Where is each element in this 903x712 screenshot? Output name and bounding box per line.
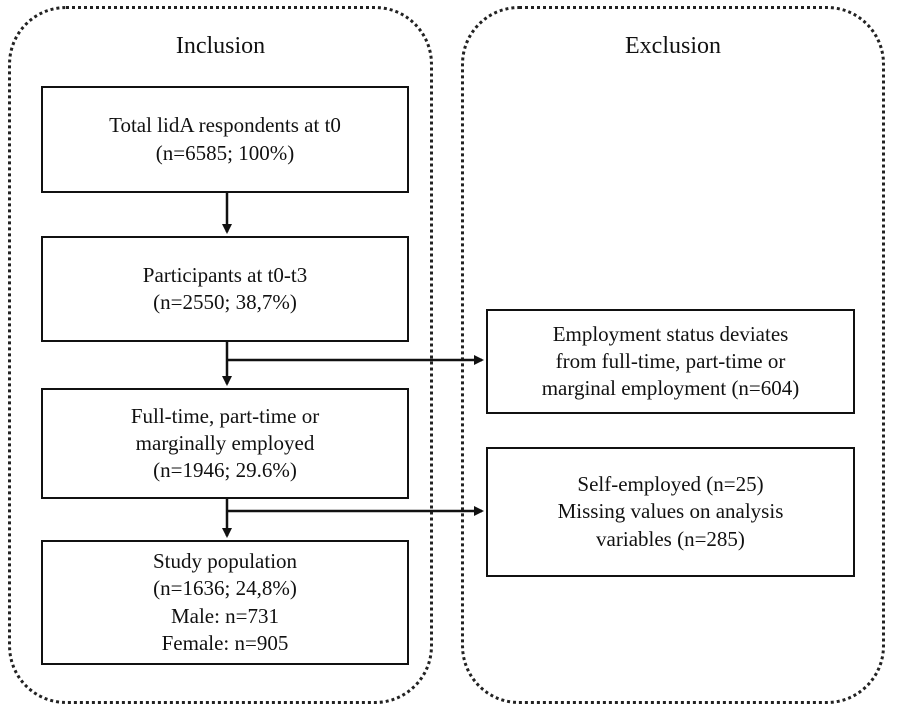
box-text: Participants at t0-t3 [142,262,308,287]
inclusion-title: Inclusion [175,33,266,59]
box-text: marginal employment (n=604) [541,376,800,401]
employed-box: Full-time, part-time or marginally emplo… [41,388,409,499]
inclusion-panel: Inclusion [8,6,433,704]
box-text: (n=2550; 38,7%) [153,290,297,314]
box-text: Study population [152,548,298,573]
box-text: (n=1636; 24,8%) [153,576,297,601]
employment-status-exclusion-box: Employment status deviates from full-tim… [486,309,855,414]
box-text: (n=6585; 100%) [155,140,295,165]
box-text: marginally employed [135,430,315,455]
exclusion-panel: Exclusion [461,6,885,704]
box-text: variables (n=285) [596,526,745,551]
box-text: Self-employed (n=25) [577,472,764,497]
exclusion-title: Exclusion [625,33,721,59]
box-text: from full-time, part-time or [555,348,786,373]
total-respondents-box: Total lidA respondents at t0 (n=6585; 10… [41,86,409,193]
box-text: Employment status deviates [552,321,789,346]
box-text: (n=1946; 29.6%) [153,458,297,483]
box-text: Full-time, part-time or [130,403,320,428]
box-text: Missing values on analysis [557,499,784,524]
box-text: Male: n=731 [170,603,280,628]
box-text: Total lidA respondents at t0 [109,113,341,138]
participants-box: Participants at t0-t3 (n=2550; 38,7%) [41,236,409,342]
study-population-box: Study population (n=1636; 24,8%) Male: n… [41,540,409,665]
self-employed-missing-exclusion-box: Self-employed (n=25) Missing values on a… [486,447,855,577]
box-text: Female: n=905 [161,630,289,655]
